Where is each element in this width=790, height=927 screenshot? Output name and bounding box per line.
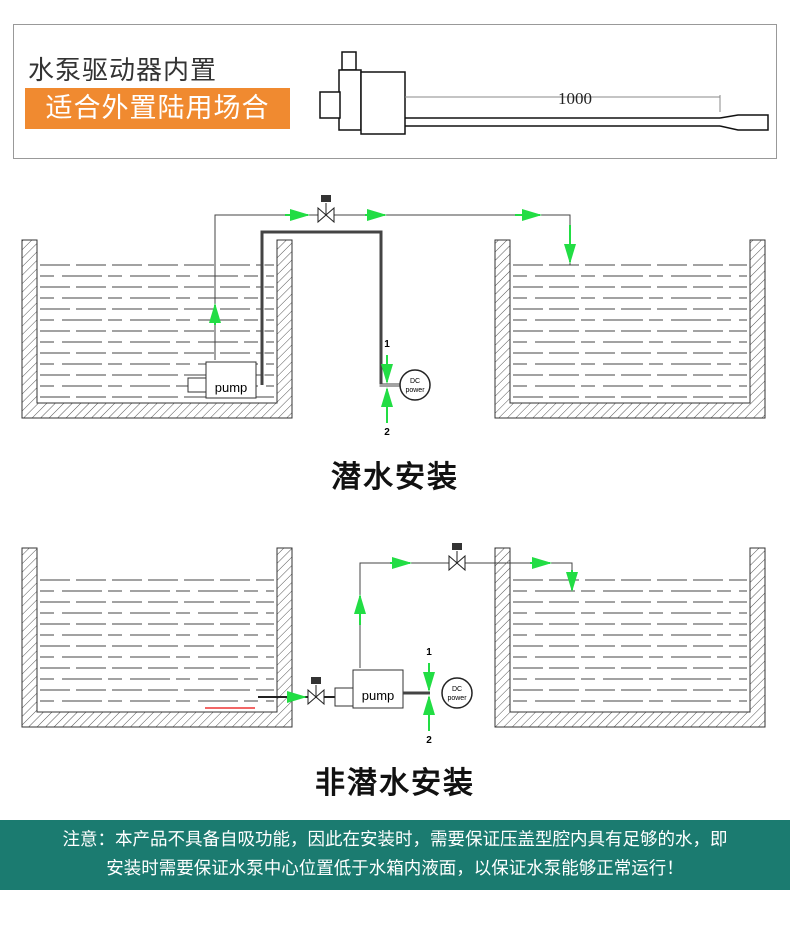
pump-label: pump — [362, 688, 395, 703]
dimension-label: 1000 — [558, 89, 592, 108]
dc-label: DC — [410, 378, 420, 385]
dc-label: DC — [452, 686, 462, 693]
dc-power-icon — [399, 369, 431, 401]
power-label: power — [447, 695, 467, 702]
feature-heading: 水泵驱动器内置 — [28, 56, 218, 86]
tank-wall — [21, 239, 293, 419]
submersible-diagram: pump DC power 1 2 — [21, 195, 766, 438]
power-cable-inner — [263, 233, 400, 386]
valve-handle — [311, 677, 321, 684]
note-line-1: 注意：本产品不具备自吸功能，因此在安装时，需要保证压盖型腔内具有足够的水，即 — [62, 830, 728, 850]
terminal-2: 2 — [384, 427, 390, 438]
diagram2-title: 非潜水安装 — [315, 766, 475, 801]
terminal-1: 1 — [426, 647, 432, 658]
terminal-2: 2 — [426, 735, 432, 746]
dc-power-icon — [441, 677, 473, 709]
non-submersible-diagram: pump DC power 1 2 — [21, 543, 766, 746]
pump-label: pump — [215, 380, 248, 395]
tank-wall — [494, 239, 766, 419]
outlet-pipe — [359, 562, 573, 668]
terminal-1: 1 — [384, 339, 390, 350]
pump-body — [205, 361, 257, 399]
note-line-2: 安装时需要保证水泵中心位置低于水箱内液面，以保证水泵能够正常运行！ — [106, 859, 684, 879]
pump-inlet — [334, 687, 354, 707]
product-box — [13, 24, 777, 159]
feature-badge: 适合外置陆用场合 — [25, 88, 290, 129]
valve-handle — [321, 195, 331, 202]
diagram1-title: 潜水安装 — [331, 460, 459, 495]
warning-note: 注意：本产品不具备自吸功能，因此在安装时，需要保证压盖型腔内具有足够的水，即 安… — [0, 820, 790, 890]
pump-drawing — [319, 51, 769, 135]
tank-wall — [21, 547, 293, 728]
pump-base — [187, 377, 207, 393]
tank-wall — [494, 547, 766, 728]
pump-body — [352, 669, 404, 709]
valve-handle — [452, 543, 462, 550]
power-label: power — [405, 387, 425, 394]
